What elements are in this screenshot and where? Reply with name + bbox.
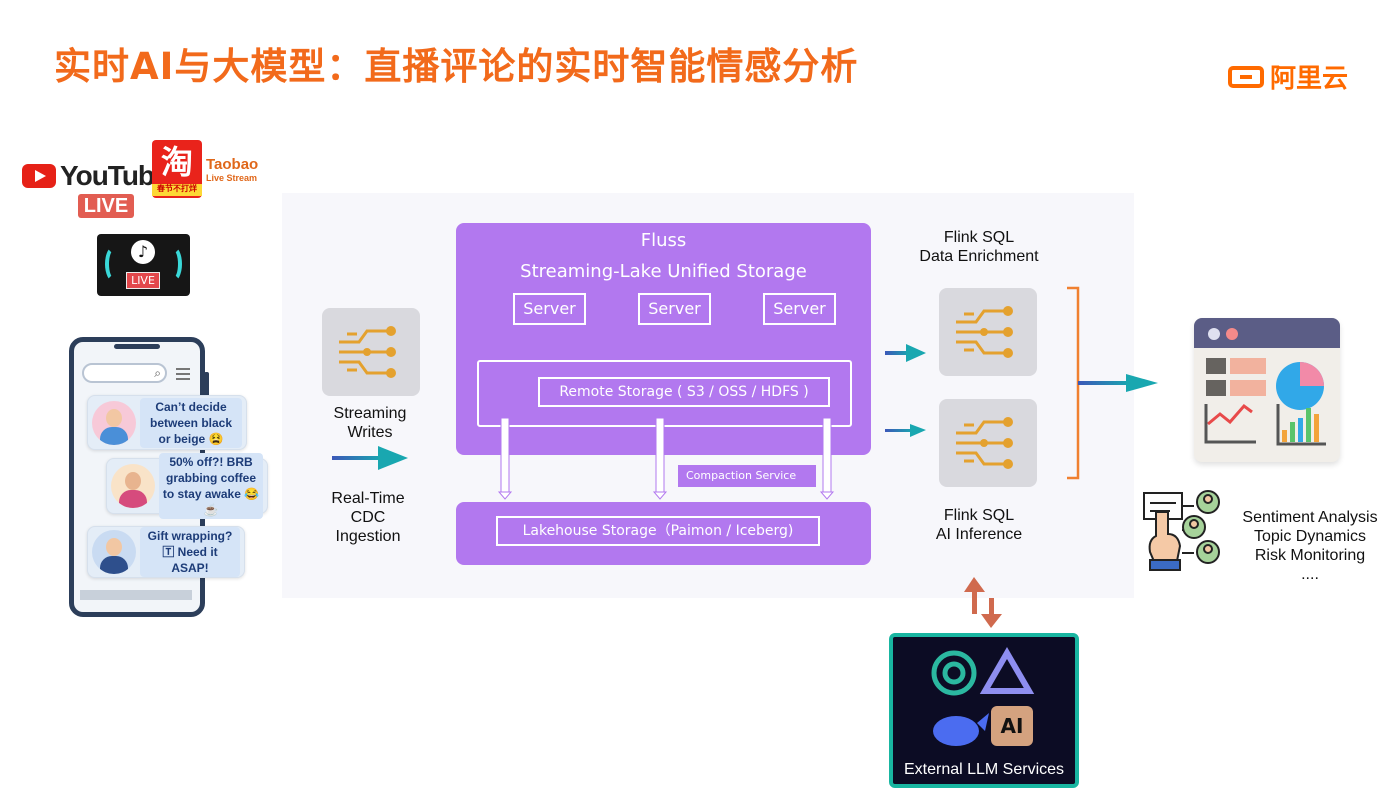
qwen-icon: [979, 647, 1035, 694]
aliyun-logo: 阿里云: [1228, 58, 1348, 95]
avatar: [92, 400, 136, 445]
youtube-live-badge: LIVE: [78, 194, 134, 218]
label-line: Real-Time: [331, 490, 405, 507]
output-item: Risk Monitoring: [1254, 547, 1366, 564]
streaming-writes-icon: [322, 308, 420, 396]
search-icon: ⌕: [154, 366, 161, 380]
server-box: Server: [763, 293, 836, 325]
streaming-writes-label: Streaming Writes: [320, 404, 420, 442]
ai-inference-label: Flink SQL AI Inference: [900, 506, 1058, 544]
anthropic-icon: AI: [991, 706, 1033, 746]
ai-inference-icon: [939, 399, 1037, 487]
output-item: Topic Dynamics: [1253, 528, 1367, 545]
label-line: CDC: [350, 509, 386, 526]
output-bracket: [1067, 286, 1080, 480]
external-llm-services-box: AI External LLM Services: [889, 633, 1079, 788]
deepseek-icon: [933, 713, 989, 746]
avatar: [111, 464, 155, 508]
tiktok-note-icon: ♪: [131, 240, 155, 264]
remote-storage-box: Remote Storage ( S3 / OSS / HDFS ): [538, 377, 830, 407]
page-title: 实时AI与大模型：直播评论的实时智能情感分析: [54, 45, 859, 88]
llm-logos: [931, 647, 1035, 746]
compaction-service: Compaction Service: [678, 465, 816, 487]
data-enrichment-icon: [939, 288, 1037, 376]
openai-icon: [931, 650, 977, 696]
lakehouse-storage-box: Lakehouse Storage（Paimon / Iceberg): [496, 516, 820, 546]
youtube-play-icon: [22, 164, 56, 188]
phone-bottom-bar: [80, 590, 192, 600]
phone-search-bar: ⌕: [82, 363, 167, 383]
taobao-tag: 春节不打烊: [152, 184, 202, 196]
label-line: Flink SQL: [943, 507, 1015, 524]
data-enrichment-label: Flink SQL Data Enrichment: [900, 228, 1058, 266]
llm-exchange-arrows: [964, 577, 1002, 628]
tiktok-wave-left-icon: [105, 246, 123, 282]
dashboard-charts-icon: [1204, 358, 1326, 446]
output-item: Sentiment Analysis: [1242, 509, 1378, 526]
taobao-sub: Live Stream: [206, 172, 258, 183]
youtube-live-logo: YouTube LIVE: [22, 160, 170, 218]
output-item: ....: [1301, 566, 1319, 583]
taobao-live-logo: 淘 春节不打烊 Taobao Live Stream: [152, 140, 258, 198]
avatar: [92, 530, 136, 574]
comment-bubble: Can’t decide between black or beige 😫: [87, 395, 247, 450]
ingest-arrow: [332, 446, 408, 470]
aliyun-mark-icon: [1228, 65, 1264, 88]
youtube-word: YouTube: [60, 160, 170, 191]
tiktok-live-badge: LIVE: [126, 272, 160, 289]
comment-bubble: Gift wrapping? 🅃 Need it ASAP!: [87, 526, 245, 578]
taobao-name: Taobao: [206, 155, 259, 173]
label-line: Writes: [347, 424, 393, 441]
comment-bubble: 50% off?! BRB grabbing coffee to stay aw…: [106, 453, 268, 519]
server-box: Server: [638, 293, 711, 325]
label-line: Ingestion: [335, 528, 401, 545]
server-box: Server: [513, 293, 586, 325]
label-line: Streaming: [333, 405, 407, 422]
phone-side-button: [204, 372, 209, 402]
comment-text: Can’t decide between black or beige 😫: [140, 397, 242, 448]
storage-drop-arrows: [497, 417, 835, 500]
llm-label: External LLM Services: [903, 761, 1065, 778]
to-dashboard-arrow: [1078, 374, 1158, 392]
menu-icon: [176, 368, 190, 383]
tiktok-wave-right-icon: [164, 246, 182, 282]
label-line: Data Enrichment: [919, 248, 1039, 265]
team-analysis-icon: [1143, 490, 1220, 571]
brand-name: 阿里云: [1270, 64, 1349, 94]
analytics-dashboard-icon: [1194, 318, 1340, 462]
taobao-icon: 淘 春节不打烊: [152, 140, 202, 198]
comment-text: 50% off?! BRB grabbing coffee to stay aw…: [159, 453, 263, 519]
output-list: Sentiment Analysis Topic Dynamics Risk M…: [1235, 508, 1385, 584]
label-line: AI Inference: [935, 526, 1023, 543]
label-line: Flink SQL: [943, 229, 1015, 246]
realtime-cdc-label: Real-Time CDC Ingestion: [318, 489, 418, 546]
taobao-glyph: 淘: [160, 143, 193, 181]
lakehouse-block: Lakehouse Storage（Paimon / Iceberg): [456, 502, 871, 565]
comment-text: Gift wrapping? 🅃 Need it ASAP!: [140, 527, 240, 577]
fluss-title: Fluss: [640, 230, 687, 251]
fluss-to-flink-arrows: [885, 344, 926, 437]
fluss-storage-block: Fluss Streaming-Lake Unified Storage Ser…: [456, 223, 871, 455]
fluss-subtitle: Streaming-Lake Unified Storage: [520, 261, 807, 282]
phone-notch: [114, 344, 160, 349]
tiktok-live-logo: ♪ LIVE: [97, 234, 190, 296]
